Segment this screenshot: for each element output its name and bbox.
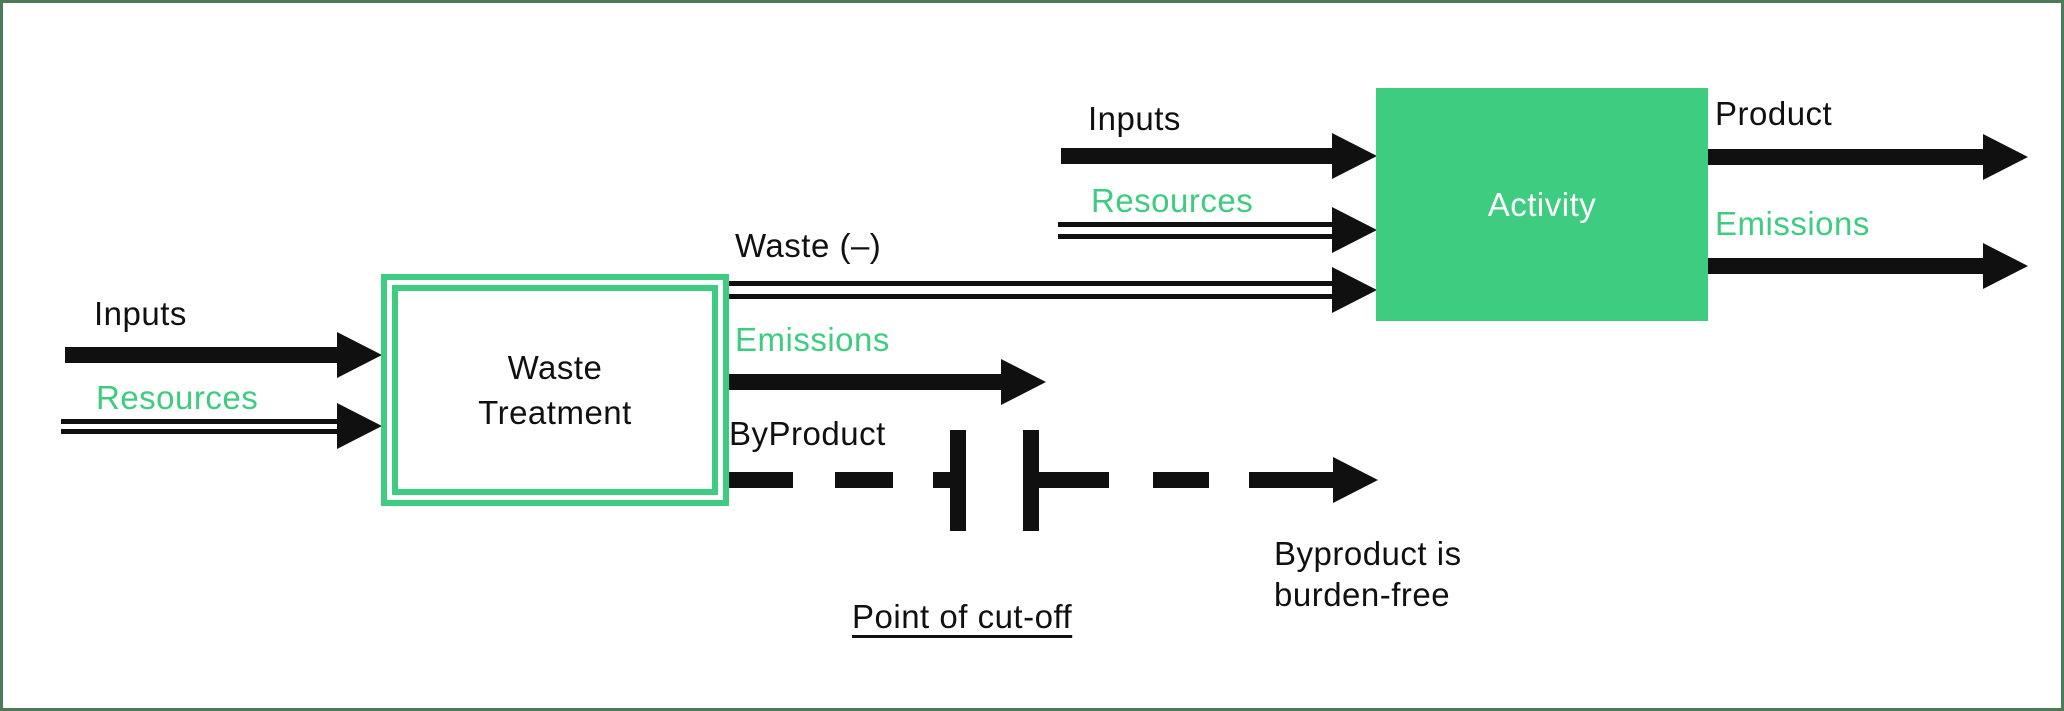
dash-segment: [729, 472, 793, 488]
arrowhead-icon: [1983, 134, 2028, 180]
waste-treatment-label-line2: Treatment: [478, 394, 632, 431]
arrow-shaft: [65, 347, 337, 363]
arrowhead-icon: [1333, 457, 1378, 503]
dash-segment: [1249, 472, 1333, 488]
activity-emissions-label: Emissions: [1715, 205, 1870, 242]
point-of-cutoff-label: Point of cut-off: [852, 598, 1073, 635]
double-line-bottom: [729, 294, 1332, 299]
arrowhead-icon: [1001, 359, 1046, 405]
activity-resources-label: Resources: [1091, 182, 1254, 219]
byproduct-note-line2: burden-free: [1274, 576, 1451, 613]
double-line-bottom: [61, 429, 337, 434]
byproduct-burden-free-note: Byproduct is burden-free: [1274, 533, 1462, 615]
arrowhead-icon: [1332, 207, 1377, 253]
dash-segment: [835, 472, 893, 488]
arrow-shaft: [1708, 149, 1984, 165]
waste-treatment-box: Waste Treatment: [381, 274, 729, 506]
dash-segment: [1153, 472, 1209, 488]
activity-box: Activity: [1376, 88, 1708, 321]
waste-emissions-label: Emissions: [735, 321, 890, 358]
dash-segment: [1039, 472, 1109, 488]
arrow-shaft: [1061, 148, 1333, 164]
waste-treatment-label: Waste Treatment: [392, 285, 718, 495]
double-line-top: [1058, 222, 1333, 227]
cutoff-bar-icon: [1023, 430, 1039, 531]
waste-treatment-label-line1: Waste: [507, 349, 603, 386]
double-line-top: [729, 281, 1332, 286]
product-label: Product: [1715, 95, 1833, 132]
double-line-top: [61, 419, 337, 424]
waste-resources-label: Resources: [96, 379, 259, 416]
arrowhead-icon: [337, 403, 382, 449]
activity-inputs-label: Inputs: [1088, 100, 1181, 137]
arrowhead-icon: [1332, 267, 1377, 313]
arrowhead-icon: [1983, 243, 2028, 289]
byproduct-note-line1: Byproduct is: [1274, 535, 1462, 572]
arrow-shaft: [729, 374, 1001, 390]
waste-flow-label: Waste (–): [735, 227, 882, 264]
dash-segment: [933, 472, 951, 488]
arrowhead-icon: [337, 332, 382, 378]
activity-label: Activity: [1487, 185, 1597, 223]
cutoff-bar-icon: [950, 430, 966, 531]
arrow-shaft: [1708, 258, 1984, 274]
waste-inputs-label: Inputs: [94, 295, 187, 332]
arrowhead-icon: [1332, 133, 1377, 179]
byproduct-label: ByProduct: [729, 415, 886, 452]
double-line-bottom: [1058, 234, 1333, 239]
